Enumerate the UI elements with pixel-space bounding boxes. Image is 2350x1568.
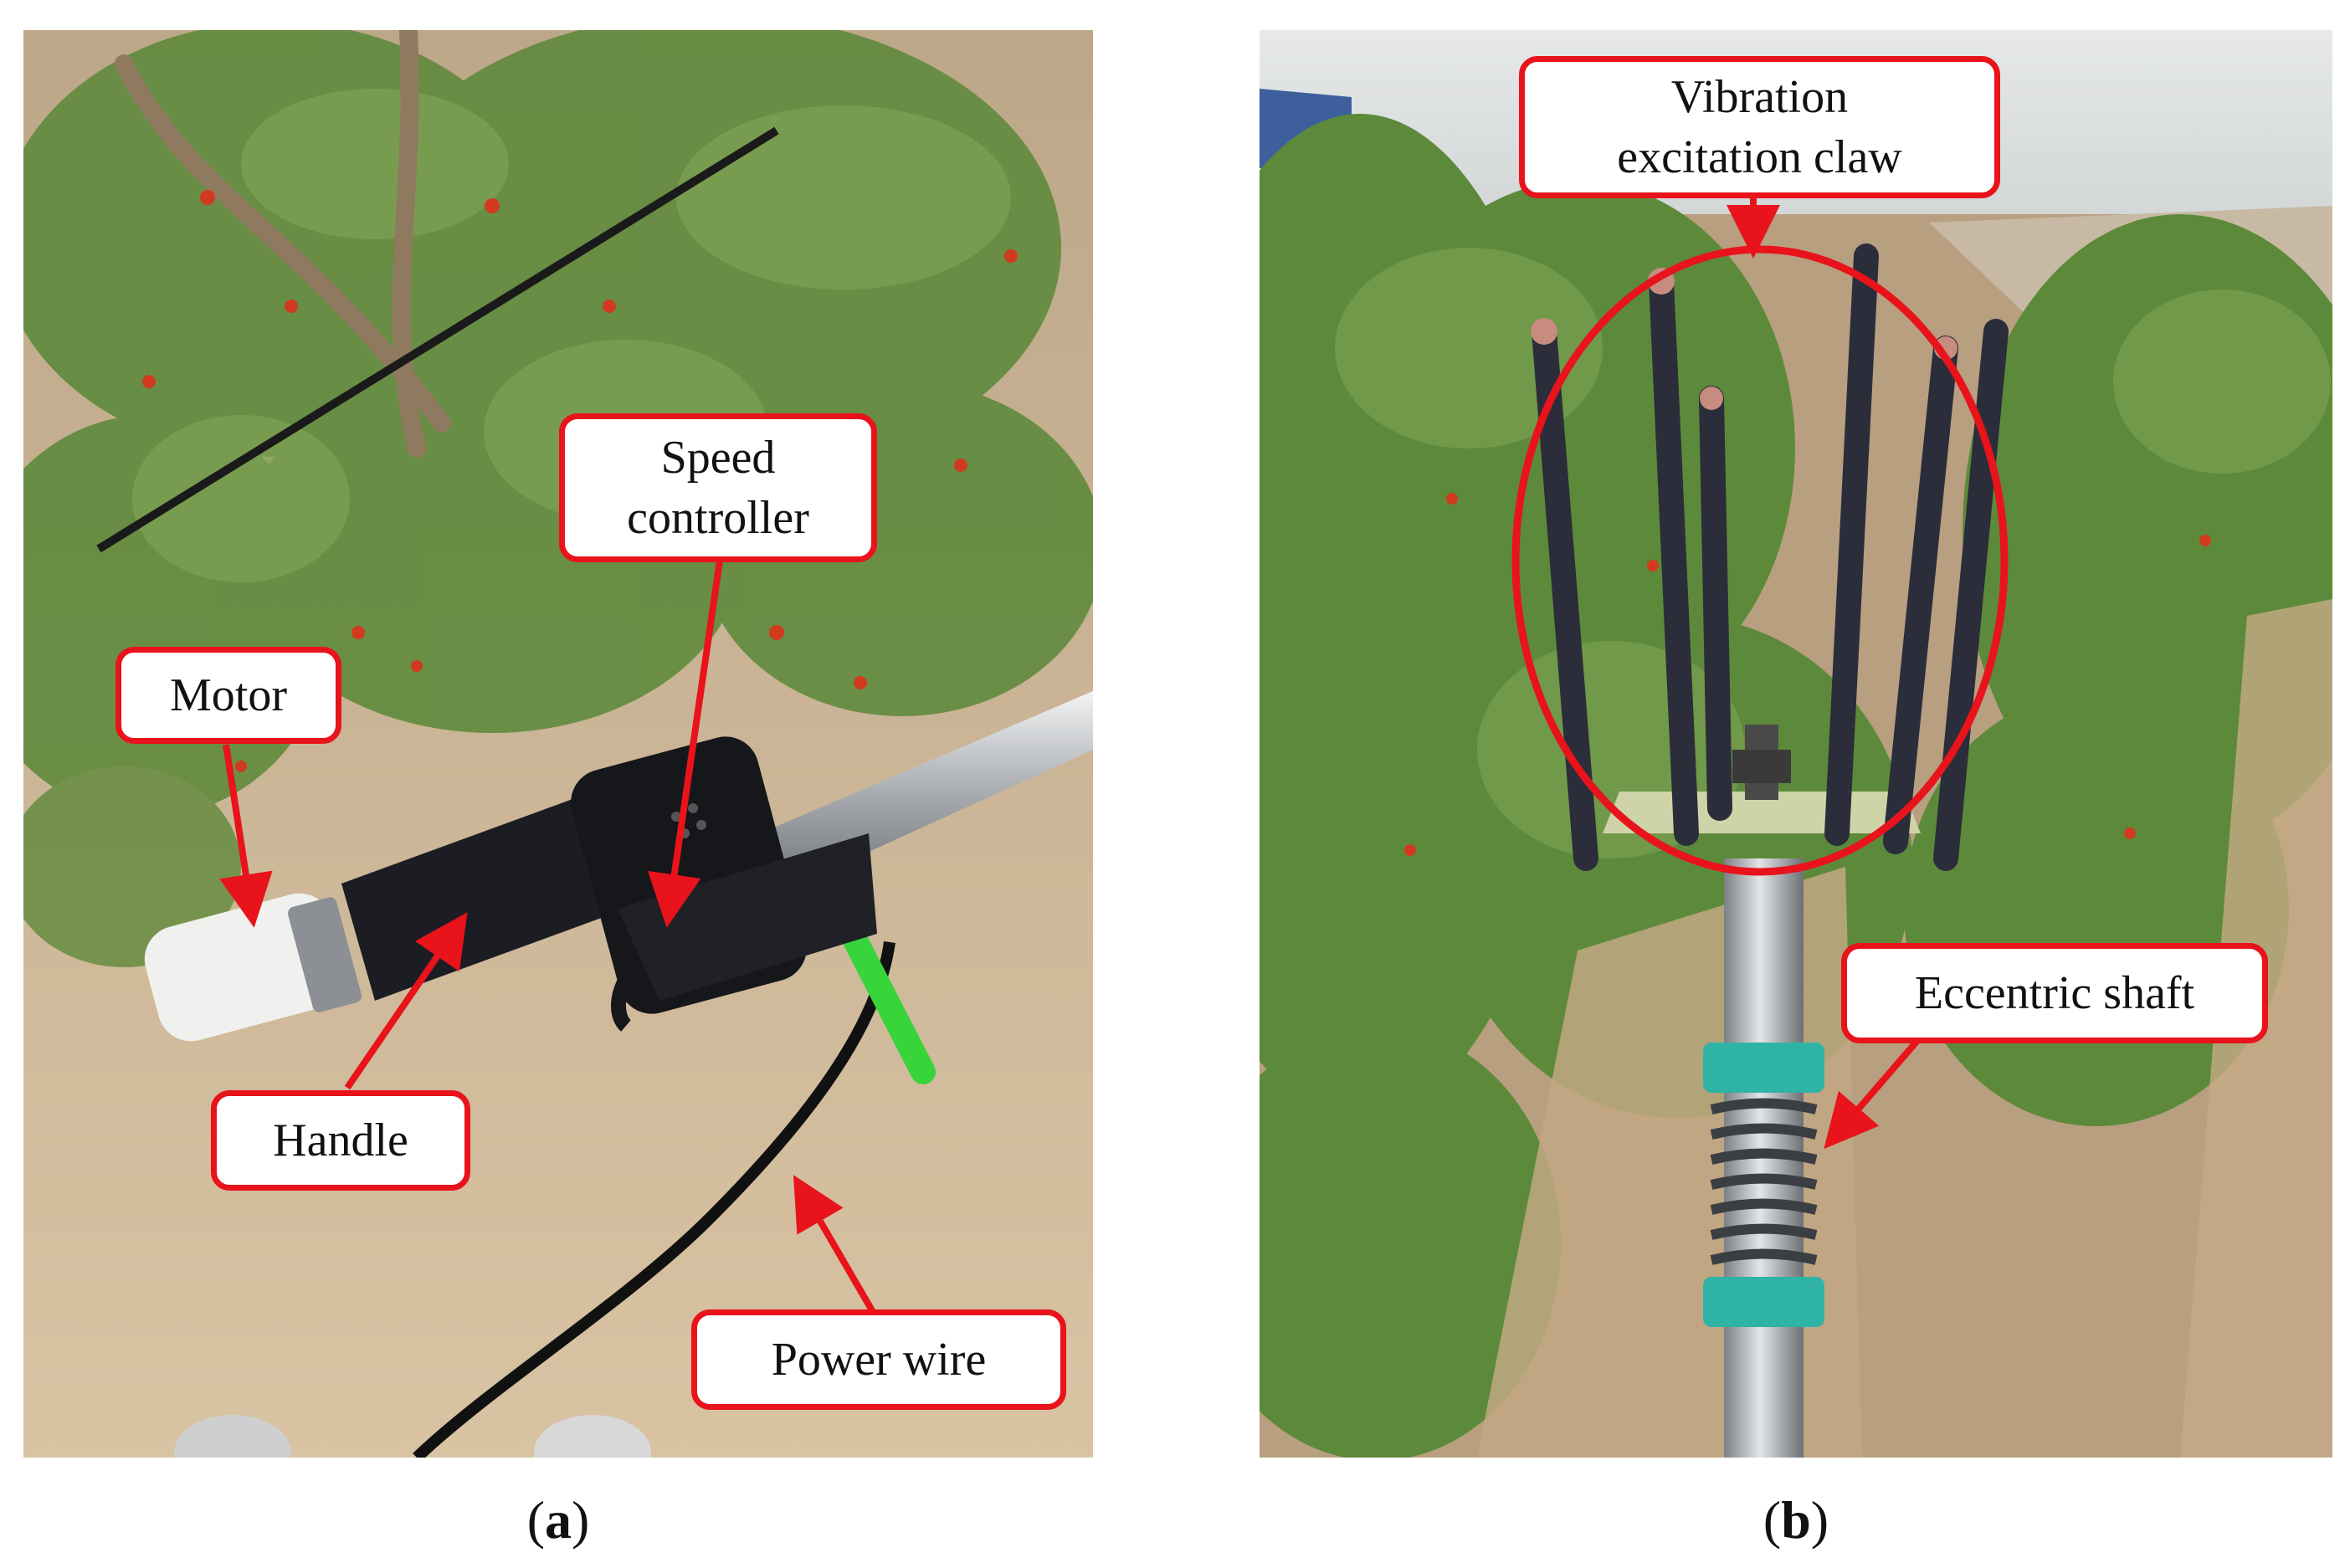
photo-vibration-claw [1260, 30, 2332, 1458]
panel-a-caption: (a) [526, 1490, 590, 1550]
speed-controller-label: Speed controller [559, 413, 877, 562]
vibration-claw-label: Vibration excitation claw [1519, 56, 2000, 198]
panel-b-caption: (b) [1762, 1490, 1829, 1550]
motor-housing [144, 893, 362, 1042]
shaft-spring [1703, 1043, 1824, 1327]
photo-handheld-harvester [23, 30, 1093, 1458]
goji-berries [142, 190, 1018, 772]
power-wire-label: Power wire [691, 1309, 1066, 1410]
eccentric-shaft-label: Eccentric shaft [1841, 943, 2268, 1043]
wire-strain-relief [844, 930, 936, 1084]
motor-label: Motor [115, 647, 341, 744]
power-wire-cable [413, 941, 895, 1458]
handle-label: Handle [211, 1090, 470, 1191]
